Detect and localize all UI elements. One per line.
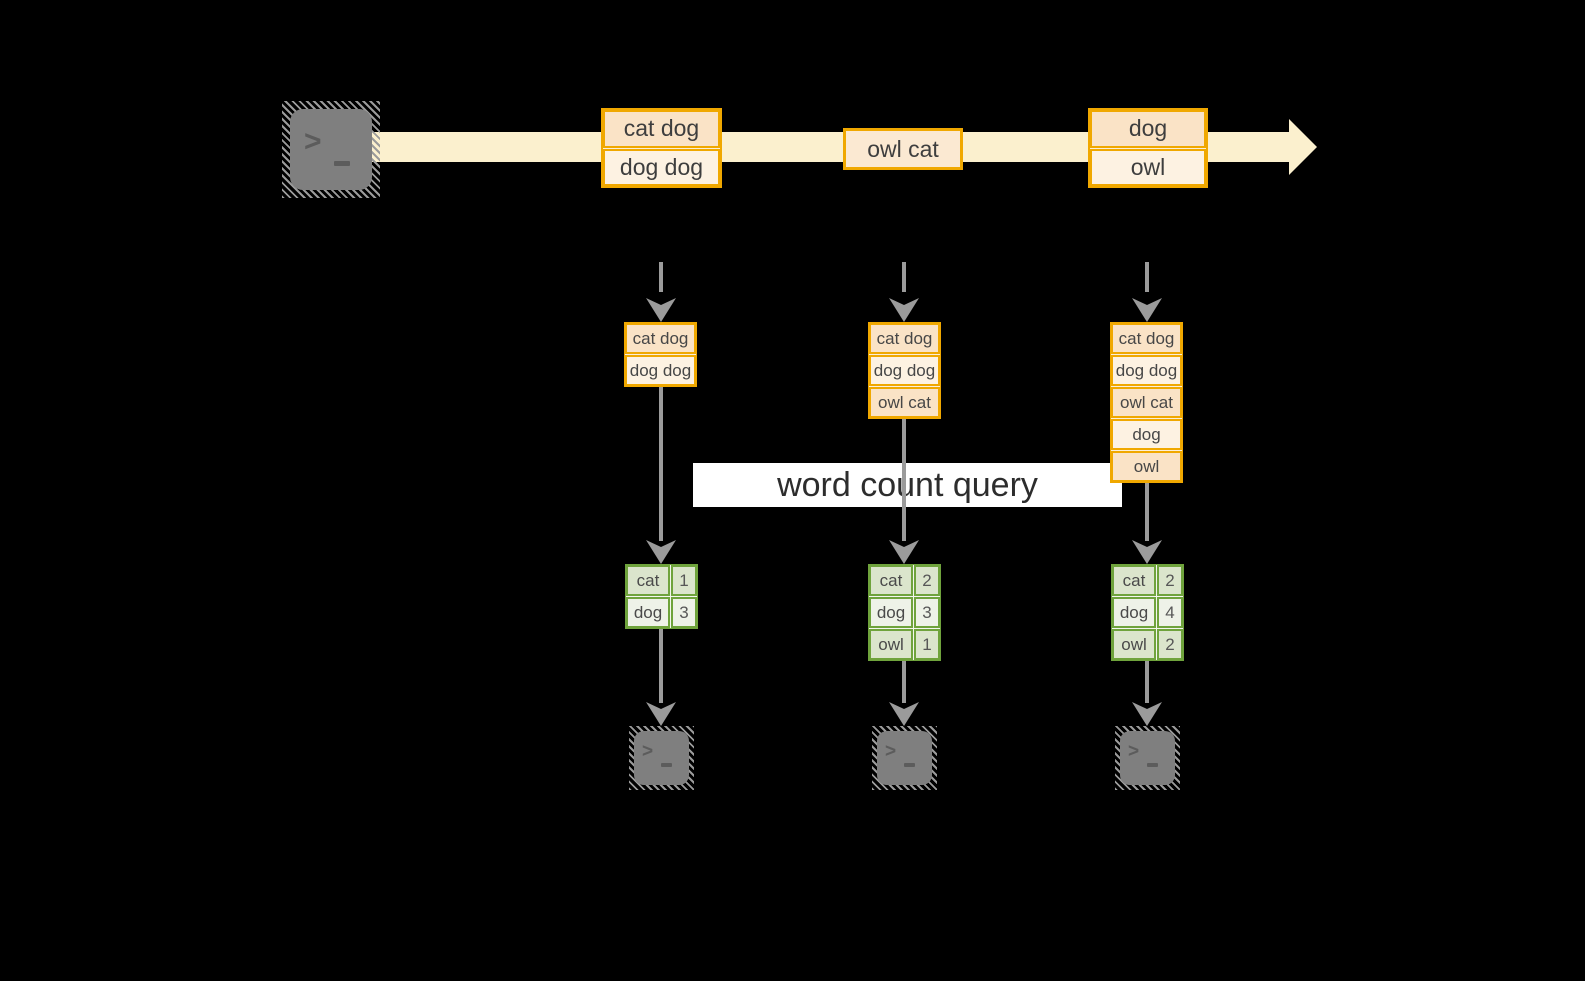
arrow-shaft bbox=[902, 419, 906, 541]
stream-batch-3: dog owl bbox=[1088, 108, 1208, 188]
arrow-shaft bbox=[1145, 661, 1149, 703]
buffer-row: cat dog bbox=[1111, 323, 1182, 354]
down-arrowhead bbox=[889, 702, 919, 726]
count-cell: 1 bbox=[671, 565, 697, 596]
down-arrowhead bbox=[646, 702, 676, 726]
table-row: dog 3 bbox=[869, 597, 940, 628]
terminal-prompt-icon: > bbox=[304, 125, 322, 158]
count-cell: 4 bbox=[1157, 597, 1183, 628]
terminal-icon: > bbox=[282, 101, 380, 198]
stream-arrowhead bbox=[1289, 119, 1317, 175]
batch-line: owl bbox=[1090, 148, 1206, 186]
count-table-3: cat 2 dog 4 owl 2 bbox=[1111, 564, 1184, 661]
buffer-stack-3: cat dog dog dog owl cat dog owl bbox=[1110, 322, 1183, 483]
count-cell: 3 bbox=[671, 597, 697, 628]
count-cell: 2 bbox=[1157, 565, 1183, 596]
dashed-arrow-shaft bbox=[902, 262, 906, 292]
word-cell: owl bbox=[1112, 629, 1156, 660]
batch-line: dog bbox=[1090, 110, 1206, 148]
count-cell: 2 bbox=[914, 565, 940, 596]
terminal-screen: > bbox=[1120, 731, 1175, 785]
word-cell: owl bbox=[869, 629, 913, 660]
down-arrowhead bbox=[889, 540, 919, 564]
buffer-row: cat dog bbox=[625, 323, 696, 354]
terminal-prompt-icon: > bbox=[1128, 741, 1140, 762]
word-cell: dog bbox=[626, 597, 670, 628]
word-cell: dog bbox=[1112, 597, 1156, 628]
arrow-shaft bbox=[902, 661, 906, 703]
terminal-screen: > bbox=[290, 109, 372, 190]
word-cell: dog bbox=[869, 597, 913, 628]
word-cell: cat bbox=[1112, 565, 1156, 596]
down-arrowhead bbox=[889, 298, 919, 322]
buffer-stack-1: cat dog dog dog bbox=[624, 322, 697, 387]
buffer-row: cat dog bbox=[869, 323, 940, 354]
buffer-row: owl cat bbox=[869, 387, 940, 418]
stream-batch-1: cat dog dog dog bbox=[601, 108, 722, 188]
down-arrowhead bbox=[1132, 540, 1162, 564]
terminal-cursor-icon bbox=[661, 763, 672, 767]
stream-batch-2: owl cat bbox=[843, 128, 963, 170]
buffer-row: owl cat bbox=[1111, 387, 1182, 418]
terminal-cursor-icon bbox=[904, 763, 915, 767]
query-label: word count query bbox=[777, 465, 1038, 504]
buffer-row: dog dog bbox=[1111, 355, 1182, 386]
buffer-stack-2: cat dog dog dog owl cat bbox=[868, 322, 941, 419]
dashed-arrow-shaft bbox=[1145, 262, 1149, 292]
table-row: dog 4 bbox=[1112, 597, 1183, 628]
buffer-row: dog bbox=[1111, 419, 1182, 450]
batch-line: cat dog bbox=[603, 110, 720, 148]
query-label-band: word count query bbox=[693, 463, 1122, 507]
table-row: owl 1 bbox=[869, 629, 940, 660]
table-row: cat 2 bbox=[869, 565, 940, 596]
count-cell: 1 bbox=[914, 629, 940, 660]
arrow-shaft bbox=[1145, 483, 1149, 541]
dashed-arrow-shaft bbox=[659, 262, 663, 292]
terminal-cursor-icon bbox=[334, 161, 350, 166]
arrow-shaft bbox=[659, 387, 663, 541]
count-cell: 2 bbox=[1157, 629, 1183, 660]
batch-line: dog dog bbox=[603, 148, 720, 186]
table-row: cat 1 bbox=[626, 565, 697, 596]
down-arrowhead bbox=[646, 298, 676, 322]
terminal-icon: > bbox=[629, 726, 694, 790]
table-row: owl 2 bbox=[1112, 629, 1183, 660]
terminal-screen: > bbox=[634, 731, 689, 785]
terminal-prompt-icon: > bbox=[885, 741, 897, 762]
batch-line: owl cat bbox=[867, 135, 939, 162]
count-table-1: cat 1 dog 3 bbox=[625, 564, 698, 629]
word-cell: cat bbox=[869, 565, 913, 596]
buffer-row: owl bbox=[1111, 451, 1182, 482]
terminal-icon: > bbox=[1115, 726, 1180, 790]
down-arrowhead bbox=[646, 540, 676, 564]
count-table-2: cat 2 dog 3 owl 1 bbox=[868, 564, 941, 661]
arrow-shaft bbox=[659, 629, 663, 703]
down-arrowhead bbox=[1132, 702, 1162, 726]
terminal-icon: > bbox=[872, 726, 937, 790]
word-cell: cat bbox=[626, 565, 670, 596]
table-row: cat 2 bbox=[1112, 565, 1183, 596]
buffer-row: dog dog bbox=[625, 355, 696, 386]
terminal-screen: > bbox=[877, 731, 932, 785]
down-arrowhead bbox=[1132, 298, 1162, 322]
table-row: dog 3 bbox=[626, 597, 697, 628]
terminal-prompt-icon: > bbox=[642, 741, 654, 762]
buffer-row: dog dog bbox=[869, 355, 940, 386]
terminal-cursor-icon bbox=[1147, 763, 1158, 767]
count-cell: 3 bbox=[914, 597, 940, 628]
